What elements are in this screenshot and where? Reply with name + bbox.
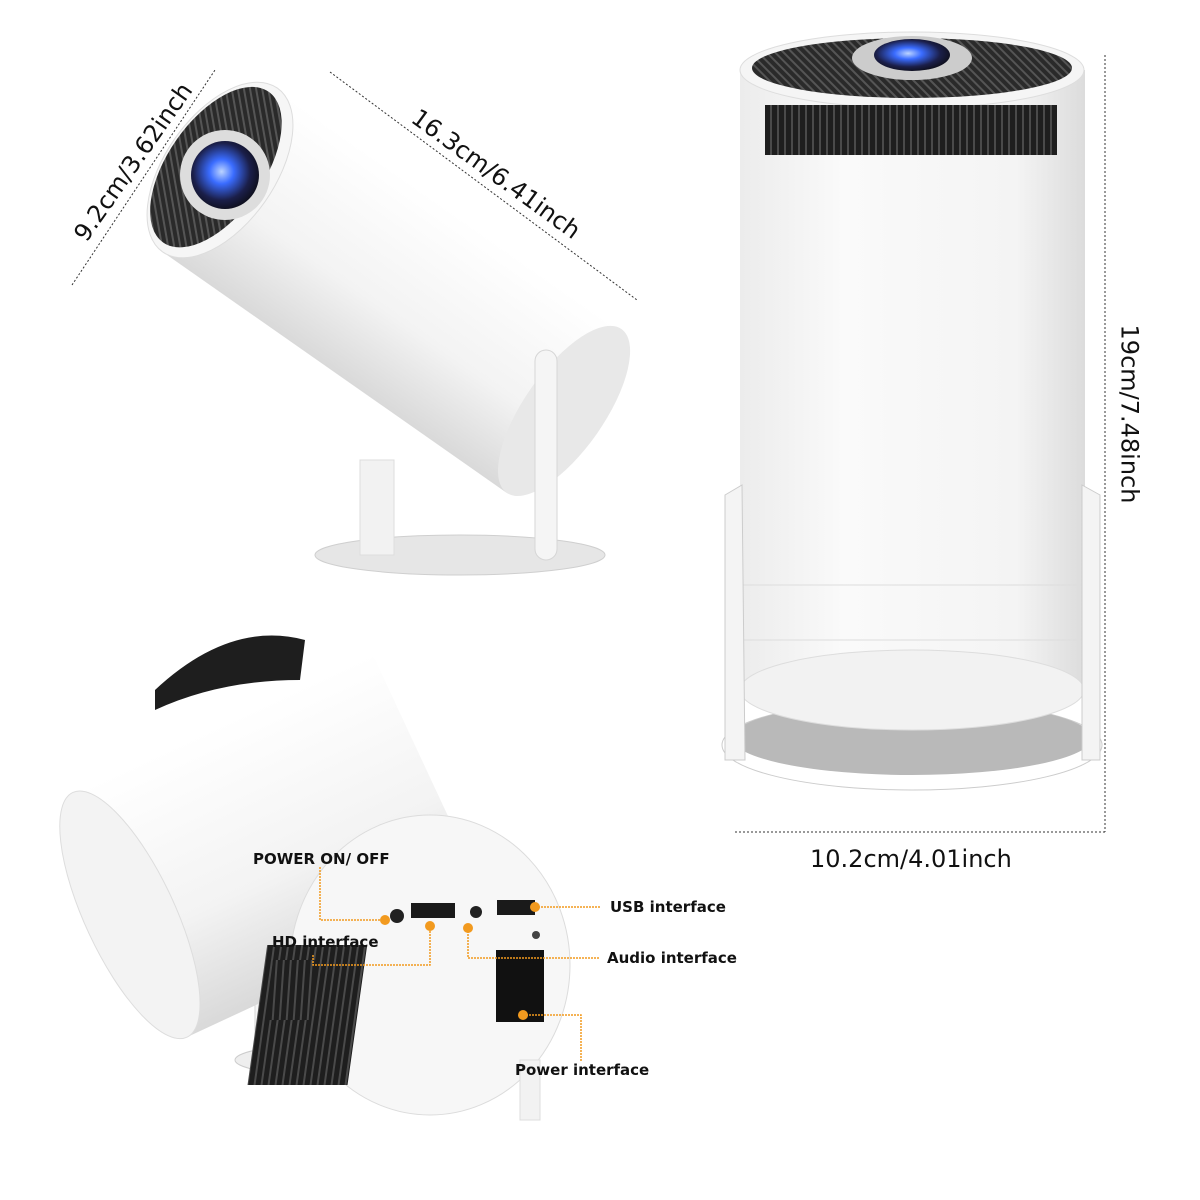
power-switch-label: POWER ON/ OFF [253,850,390,868]
hd-interface-label: HD interface [272,933,379,951]
audio-interface-label: Audio interface [607,949,737,967]
usb-interface-label: USB interface [610,898,726,916]
diameter-dimension-line [71,69,216,286]
projector-rear-view [59,635,571,1121]
callout-lines [312,867,600,1062]
width-label: 10.2cm/4.01inch [810,845,1012,873]
projector-angled-view [146,81,631,576]
power-interface-label: Power interface [515,1061,650,1079]
projector-upright-view [721,31,1103,791]
height-label: 19cm/7.48inch [1115,324,1144,504]
callout-dots [380,902,540,1020]
